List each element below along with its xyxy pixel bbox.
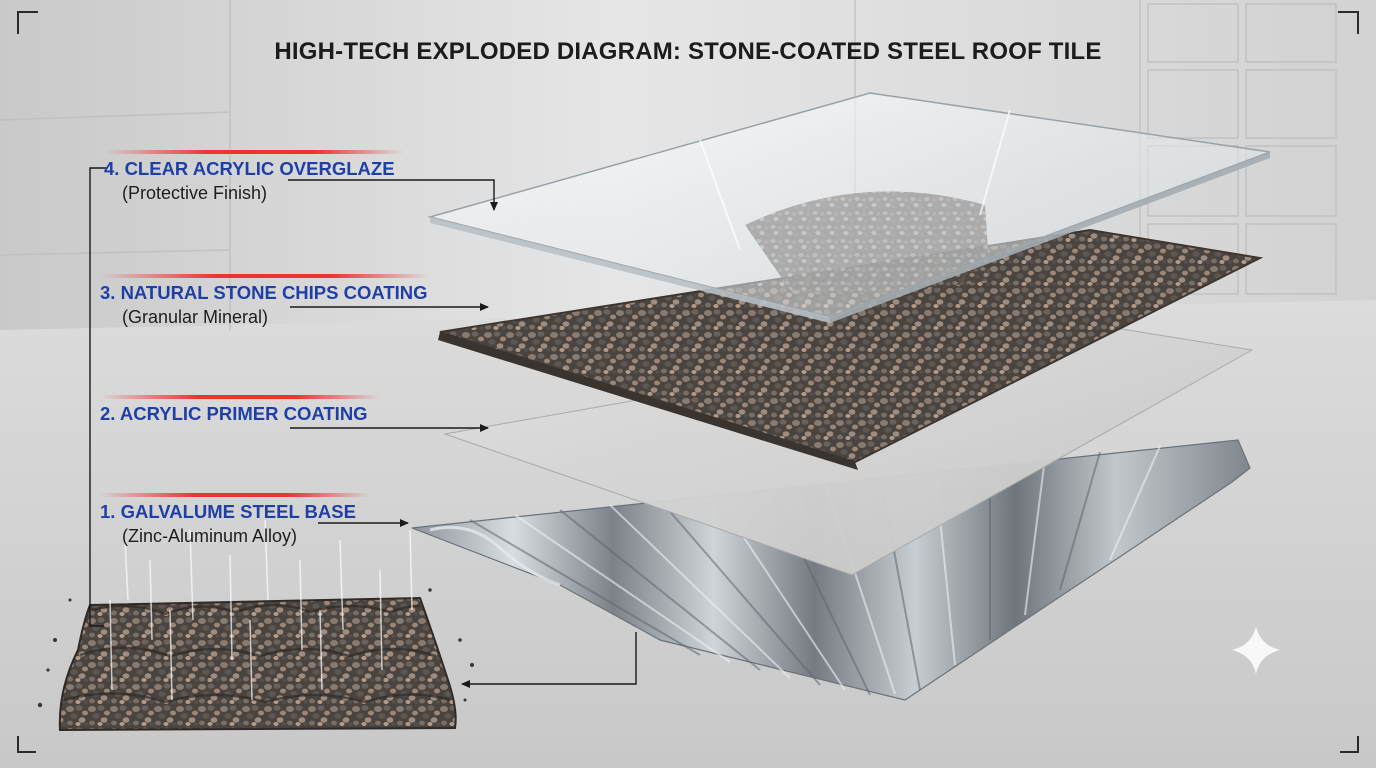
sparkle-icon — [1232, 626, 1280, 674]
label-overglaze: 4. CLEAR ACRYLIC OVERGLAZE (Protective F… — [104, 150, 404, 204]
accent-bar — [100, 493, 370, 497]
label-primer: 2. ACRYLIC PRIMER COATING — [100, 395, 380, 425]
leader-lines — [89, 167, 637, 688]
acrylic-glaze-sheet — [427, 92, 1271, 323]
corner-bracket-icon — [17, 11, 1359, 753]
leader-overglaze — [288, 179, 498, 211]
label-primer-heading: 2. ACRYLIC PRIMER COATING — [100, 403, 368, 424]
finished-tile — [37, 519, 474, 732]
label-overglaze-sub: (Protective Finish) — [122, 183, 268, 203]
diagram-title: HIGH-TECH EXPLODED DIAGRAM: STONE-COATED… — [274, 38, 1102, 65]
label-steel: 1. GALVALUME STEEL BASE (Zinc-Aluminum A… — [100, 493, 370, 547]
accent-bar — [100, 395, 380, 399]
label-stone: 3. NATURAL STONE CHIPS COATING (Granular… — [100, 274, 430, 328]
label-steel-heading: 1. GALVALUME STEEL BASE — [100, 501, 356, 522]
label-stone-heading: 3. NATURAL STONE CHIPS COATING — [100, 282, 428, 303]
leader-tile — [461, 632, 637, 688]
accent-bar — [104, 150, 404, 154]
accent-bar — [100, 274, 430, 278]
bracket-line — [89, 167, 106, 627]
label-overglaze-heading: 4. CLEAR ACRYLIC OVERGLAZE — [104, 158, 395, 179]
label-steel-sub: (Zinc-Aluminum Alloy) — [122, 526, 298, 546]
label-stone-sub: (Granular Mineral) — [122, 307, 269, 327]
